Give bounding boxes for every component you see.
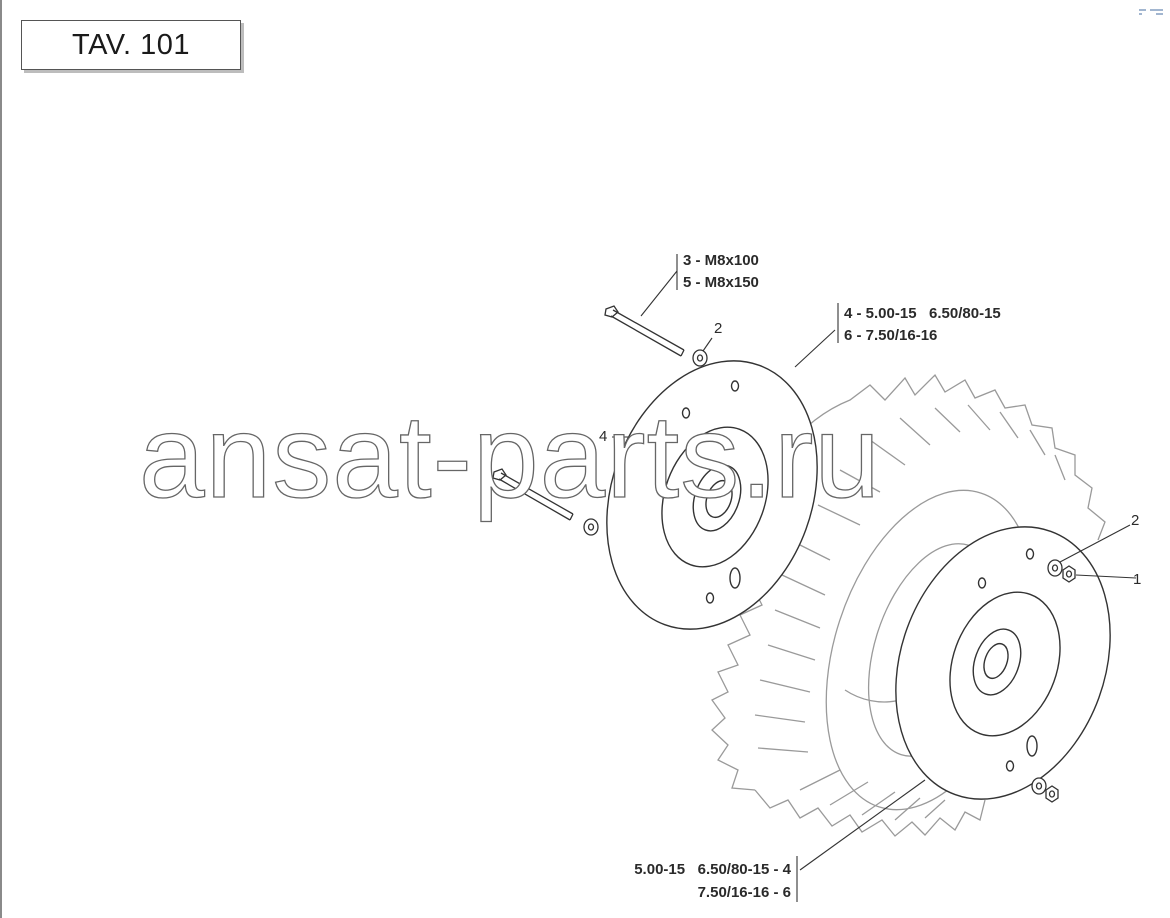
wheel-disc-right [895,526,1111,800]
bolt-bottom [492,468,574,521]
washer-top [692,349,708,367]
part-number-washer-right: 2 [1131,512,1139,529]
disc-spec-4: 4 - 5.00-15 6.50/80-15 [844,305,1001,322]
table-title: TAV. 101 [21,20,241,70]
corner-mark [1139,9,1163,15]
frame-border [0,0,2,918]
disc-spec-6: 6 - 7.50/16-16 [844,327,937,344]
part-number-washer-top: 2 [714,320,722,337]
bolt-top [604,305,685,357]
part-number-disc-left: 4 [599,428,607,445]
disc-spec-bottom-6: 7.50/16-16 - 6 [698,884,791,901]
part-number-nut-right: 1 [1133,571,1141,588]
washer-right-top [1047,559,1063,577]
nut-right-top [1062,565,1076,583]
watermark-text: ansat-parts.ru [139,391,881,523]
leader-lines [612,254,1137,902]
wheel-disc-left [606,360,818,630]
bolt-spec-3: 3 - M8x100 [683,252,759,269]
nut-right-bottom [1045,785,1059,803]
washer-left [583,518,599,536]
washer-right-bottom [1031,777,1047,795]
bolt-spec-5: 5 - M8x150 [683,274,759,291]
disc-spec-bottom-4: 5.00-15 6.50/80-15 - 4 [634,861,791,878]
